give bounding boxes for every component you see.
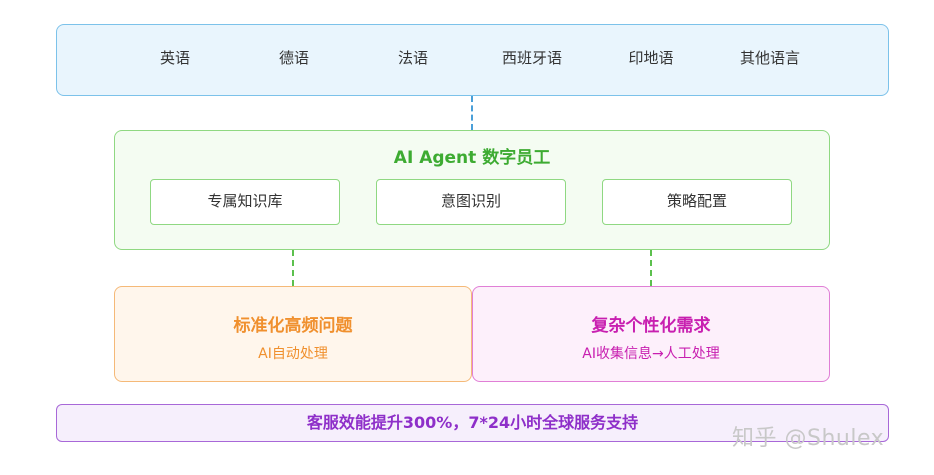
watermark: 知乎 @Shulex [732,426,885,451]
language-german: 德语 [278,49,310,67]
connector-languages-to-agent [471,96,473,130]
standard-issues-subtitle: AI自动处理 [258,346,328,362]
complex-needs-box: 复杂个性化需求 AI收集信息→人工处理 [472,286,830,382]
standard-issues-title: 标准化高频问题 [233,316,353,336]
language-hindi: 印地语 [628,49,674,67]
complex-needs-title: 复杂个性化需求 [591,316,711,336]
module-knowledge-base: 专属知识库 [150,179,340,225]
connector-agent-to-standard [292,250,294,286]
ai-agent-box: AI Agent 数字员工 专属知识库 意图识别 策略配置 [114,130,830,250]
module-strategy-config: 策略配置 [602,179,792,225]
languages-bar: 英语 德语 法语 西班牙语 印地语 其他语言 [56,24,889,96]
ai-agent-title: AI Agent 数字员工 [393,148,551,168]
standard-issues-box: 标准化高频问题 AI自动处理 [114,286,472,382]
language-french: 法语 [397,49,429,67]
language-english: 英语 [159,49,191,67]
footer-banner: 客服效能提升300%，7*24小时全球服务支持 [56,404,889,442]
complex-needs-subtitle: AI收集信息→人工处理 [582,346,720,362]
connector-agent-to-complex [650,250,652,286]
language-spanish: 西班牙语 [501,49,563,67]
module-intent-recognition: 意图识别 [376,179,566,225]
language-others: 其他语言 [739,49,801,67]
